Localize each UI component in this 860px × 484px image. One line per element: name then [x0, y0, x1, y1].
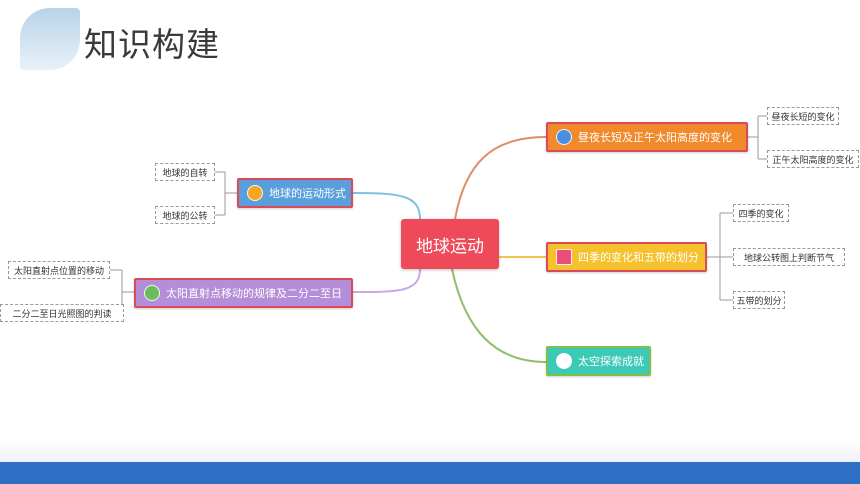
leaf-solstice-illumination[interactable]: 二分二至日光照图的判读 [0, 304, 124, 322]
footer-bar [0, 462, 860, 484]
branch-explore-label: 太空探索成就 [578, 355, 644, 368]
link-center-subsolar [352, 268, 421, 293]
branch-subsolar-point[interactable]: 太阳直射点移动的规律及二分二至日 [134, 278, 353, 308]
branch-rotation-icon [247, 185, 263, 201]
leaf-link-daylength [748, 115, 767, 160]
leaf-solar-terms[interactable]: 地球公转图上判断节气 [733, 248, 845, 266]
leaf-earth-revolution[interactable]: 地球的公转 [155, 206, 215, 224]
center-node[interactable]: 地球运动 [401, 219, 499, 269]
branch-rotation-label: 地球的运动形式 [269, 187, 346, 200]
branch-rotation[interactable]: 地球的运动形式 [237, 178, 353, 208]
branch-space-exploration[interactable]: 太空探索成就 [546, 346, 651, 376]
leaf-five-zones[interactable]: 五带的划分 [733, 291, 785, 309]
link-center-daylength [454, 136, 547, 220]
branch-explore-icon [556, 353, 572, 369]
leaf-earth-rotation[interactable]: 地球的自转 [155, 163, 215, 181]
leaf-subsolar-movement[interactable]: 太阳直射点位置的移动 [8, 261, 110, 279]
branch-daylength-icon [556, 129, 572, 145]
link-center-rotation [352, 192, 421, 220]
leaf-link-subsolar [110, 269, 134, 314]
footer-shade [0, 440, 860, 462]
branch-seasons-label: 四季的变化和五带的划分 [578, 251, 699, 264]
page-title: 知识构建 [84, 25, 220, 64]
branch-seasons-zones[interactable]: 四季的变化和五带的划分 [546, 242, 707, 272]
leaf-link-seasons [707, 212, 733, 301]
title-decoration [20, 8, 80, 70]
branch-daylength[interactable]: 昼夜长短及正午太阳高度的变化 [546, 122, 748, 152]
branch-subsolar-icon [144, 285, 160, 301]
leaf-daylength-change[interactable]: 昼夜长短的变化 [767, 107, 839, 125]
leaf-links [110, 115, 767, 314]
branch-subsolar-label: 太阳直射点移动的规律及二分二至日 [166, 287, 342, 300]
leaf-noon-sun-altitude[interactable]: 正午太阳高度的变化 [767, 150, 859, 168]
branch-seasons-icon [556, 249, 572, 265]
branch-daylength-label: 昼夜长短及正午太阳高度的变化 [578, 131, 732, 144]
link-center-explore [451, 268, 547, 363]
leaf-link-rotation [215, 171, 237, 216]
leaf-four-seasons[interactable]: 四季的变化 [733, 204, 789, 222]
